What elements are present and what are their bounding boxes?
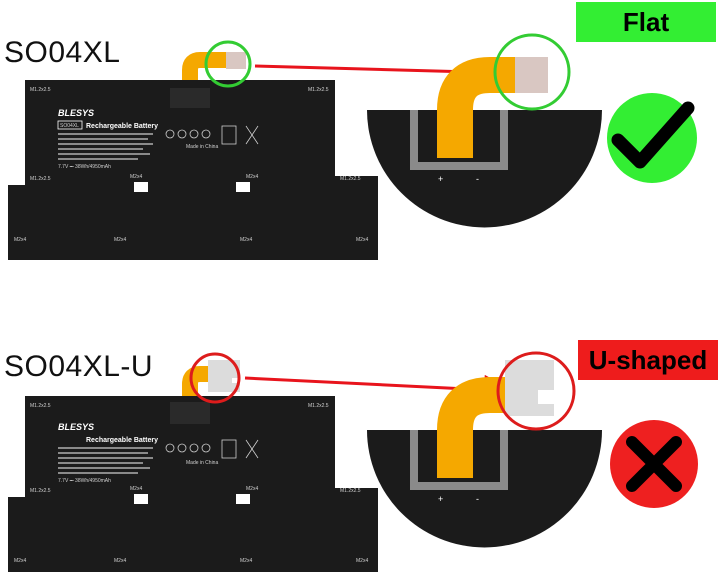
svg-text:M1.2x2.5: M1.2x2.5	[308, 403, 329, 409]
svg-text:M2x4: M2x4	[240, 237, 252, 243]
svg-text:M2x4: M2x4	[356, 558, 368, 564]
svg-text:BLESYS: BLESYS	[58, 422, 94, 432]
svg-text:M1.2x2.5: M1.2x2.5	[30, 176, 51, 182]
cross-icon	[610, 420, 698, 508]
battery-top: BLESYS SO04XL Rechargeable Battery 7.7V …	[8, 52, 378, 260]
model-label-u-shaped: SO04XL-U	[4, 350, 154, 383]
battery-spec: 7.7V ⎓ 38Wh/4950mAh	[58, 164, 111, 170]
highlight-circle-u-shaped	[189, 352, 241, 404]
battery-bottom: BLESYS Rechargeable Battery 7.7V ⎓ 38Wh/…	[8, 360, 378, 572]
svg-text:+: +	[438, 494, 443, 504]
svg-text:M2x4: M2x4	[14, 558, 26, 564]
svg-text:M1.2x2.5: M1.2x2.5	[308, 87, 329, 93]
zoom-connector-u-shaped: + -	[367, 360, 602, 548]
svg-text:M1.2x2.5: M1.2x2.5	[30, 488, 51, 494]
svg-text:M2x4: M2x4	[130, 486, 142, 492]
svg-text:M2x4: M2x4	[114, 237, 126, 243]
battery-model-box: SO04XL	[60, 123, 79, 129]
status-badge-flat: Flat	[576, 2, 716, 42]
svg-text:M2x4: M2x4	[246, 486, 258, 492]
svg-text:Rechargeable Battery: Rechargeable Battery	[86, 437, 158, 444]
svg-text:M2x4: M2x4	[130, 174, 142, 180]
svg-text:M1.2x2.5: M1.2x2.5	[340, 488, 361, 494]
svg-text:-: -	[476, 494, 479, 504]
status-badge-u-shaped: U-shaped	[578, 340, 718, 380]
highlight-circle-flat	[204, 40, 252, 88]
check-icon	[607, 93, 697, 183]
svg-text:Made in China: Made in China	[186, 460, 218, 466]
svg-text:7.7V ⎓ 38Wh/4950mAh: 7.7V ⎓ 38Wh/4950mAh	[58, 478, 111, 484]
svg-text:M2x4: M2x4	[246, 174, 258, 180]
svg-text:M2x4: M2x4	[240, 558, 252, 564]
model-label-flat: SO04XL	[4, 36, 121, 69]
svg-text:M1.2x2.5: M1.2x2.5	[340, 176, 361, 182]
battery-made-in: Made in China	[186, 144, 218, 150]
svg-text:M2x4: M2x4	[14, 237, 26, 243]
zoom-connector-flat: + -	[367, 57, 602, 228]
battery-title: Rechargeable Battery	[86, 123, 158, 130]
svg-text:-: -	[476, 174, 479, 184]
battery-brand: BLESYS	[58, 108, 94, 118]
svg-text:M1.2x2.5: M1.2x2.5	[30, 87, 51, 93]
svg-text:M1.2x2.5: M1.2x2.5	[30, 403, 51, 409]
zoom-circle-flat	[493, 33, 571, 111]
zoom-circle-u-shaped	[496, 351, 576, 431]
svg-text:M2x4: M2x4	[356, 237, 368, 243]
svg-text:+: +	[438, 174, 443, 184]
svg-text:M2x4: M2x4	[114, 558, 126, 564]
